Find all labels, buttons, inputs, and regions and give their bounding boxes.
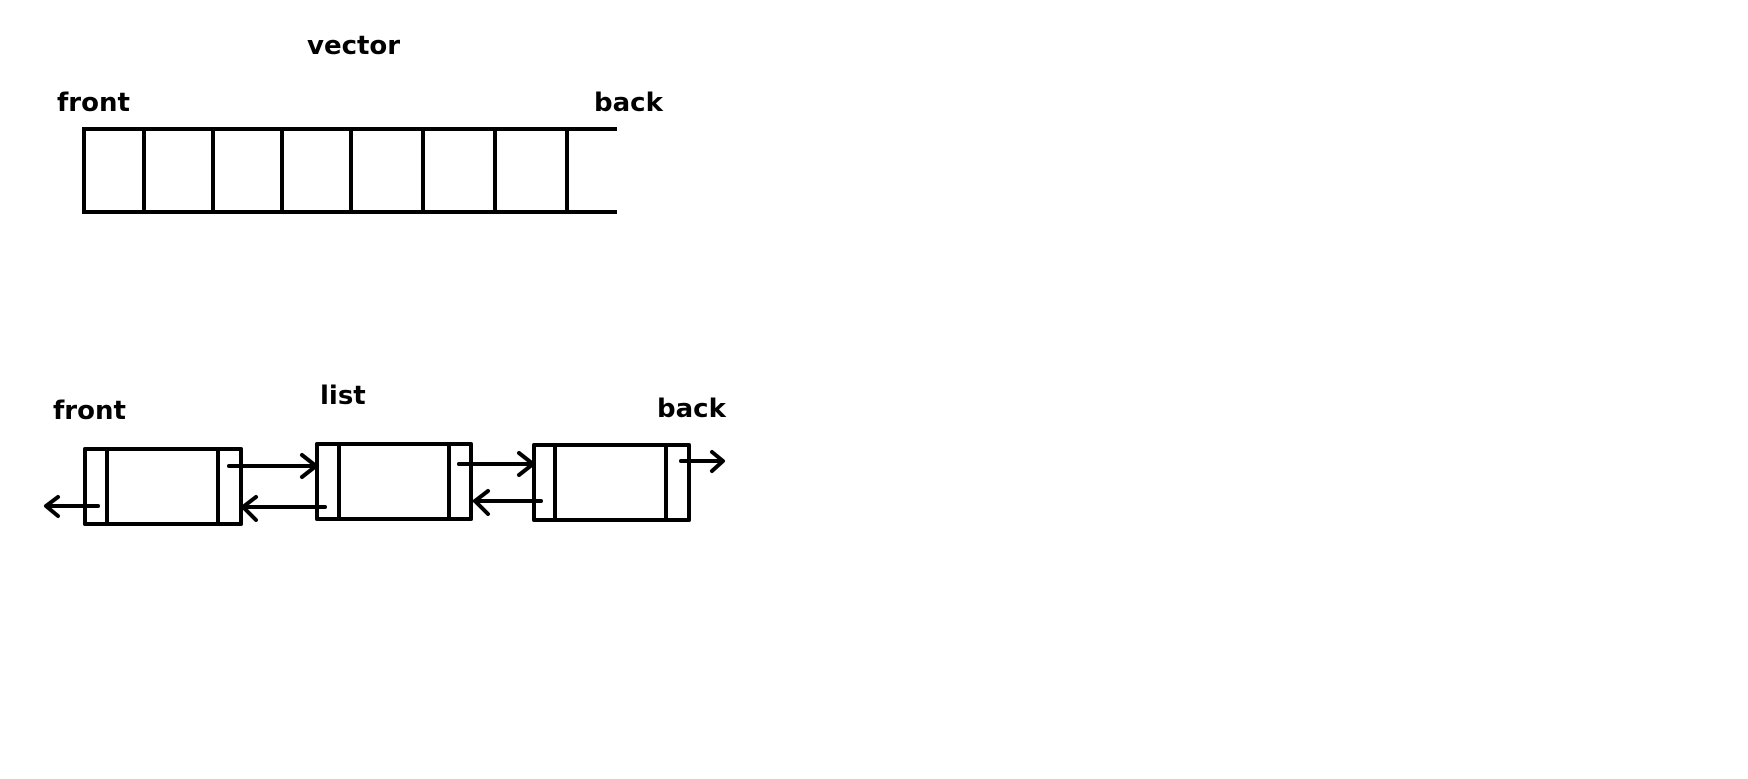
- list-diagram: [44, 442, 725, 526]
- vector-back-label: back: [594, 88, 663, 118]
- prev-arrow-3-2: [473, 489, 543, 516]
- list-node-2: [315, 442, 473, 521]
- vector-title: vector: [307, 31, 401, 61]
- vector-array: [82, 127, 617, 214]
- list-front-label: front: [53, 396, 126, 426]
- list-node-1: [83, 447, 243, 526]
- next-arrow-2-3: [457, 451, 535, 477]
- list-title: list: [320, 381, 366, 411]
- head-prev-arrow: [44, 495, 100, 518]
- next-arrow-1-2: [227, 453, 318, 479]
- vector-front-label: front: [57, 88, 130, 118]
- list-back-label: back: [657, 394, 726, 424]
- list-node-box: [83, 447, 243, 526]
- tail-next-arrow: [679, 450, 725, 473]
- list-node-box: [315, 442, 473, 521]
- list-node-3: [532, 443, 691, 522]
- prev-arrow-2-1: [241, 495, 327, 522]
- list-node-box: [532, 443, 691, 522]
